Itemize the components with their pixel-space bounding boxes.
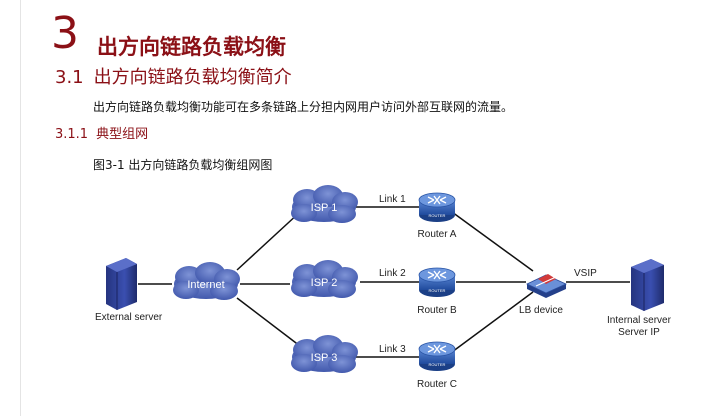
router-b-label: Router B — [417, 305, 457, 316]
subsection-heading: 3.1.1 典型组网 — [55, 126, 148, 144]
server-ip-label: Server IP — [618, 327, 660, 338]
lb-device-label: LB device — [519, 305, 563, 316]
line-routerA-lb — [451, 211, 534, 272]
router-b-badge: ROUTER — [429, 288, 446, 293]
line-routerC-lb — [451, 291, 534, 353]
external-server-icon — [106, 258, 137, 310]
isp3-label: ISP 3 — [311, 352, 338, 364]
chapter-number: 3 — [51, 8, 79, 59]
section-heading: 3.1 出方向链路负载均衡简介 — [55, 66, 292, 90]
section-number: 3.1 — [55, 67, 84, 88]
link1-label: Link 1 — [379, 194, 406, 205]
link2-label: Link 2 — [379, 268, 406, 279]
router-c-badge: ROUTER — [429, 362, 446, 367]
left-margin-rule — [20, 0, 21, 416]
isp2-label: ISP 2 — [311, 277, 338, 289]
router-c-label: Router C — [417, 379, 457, 390]
router-a-badge: ROUTER — [429, 213, 446, 218]
vsip-label: VSIP — [574, 268, 597, 279]
figure-caption: 图3-1 出方向链路负载均衡组网图 — [93, 158, 273, 172]
intro-paragraph: 出方向链路负载均衡功能可在多条链路上分担内网用户访问外部互联网的流量。 — [93, 100, 514, 114]
external-server-label: External server — [95, 312, 163, 323]
subsection-number: 3.1.1 — [55, 127, 89, 142]
router-a-label: Router A — [418, 229, 457, 240]
line-internet-isp3 — [236, 297, 301, 347]
section-title: 出方向链路负载均衡简介 — [93, 67, 292, 88]
line-internet-isp1 — [236, 211, 301, 271]
subsection-title: 典型组网 — [96, 127, 149, 142]
lb-device-icon — [526, 274, 567, 298]
internet-label: Internet — [187, 279, 224, 291]
internal-server-label: Internal server — [607, 315, 672, 326]
chapter-title: 出方向链路负载均衡 — [97, 35, 286, 59]
internal-server-icon — [631, 259, 664, 311]
isp1-label: ISP 1 — [311, 202, 338, 214]
connection-lines — [138, 206, 630, 358]
link3-label: Link 3 — [379, 344, 406, 355]
